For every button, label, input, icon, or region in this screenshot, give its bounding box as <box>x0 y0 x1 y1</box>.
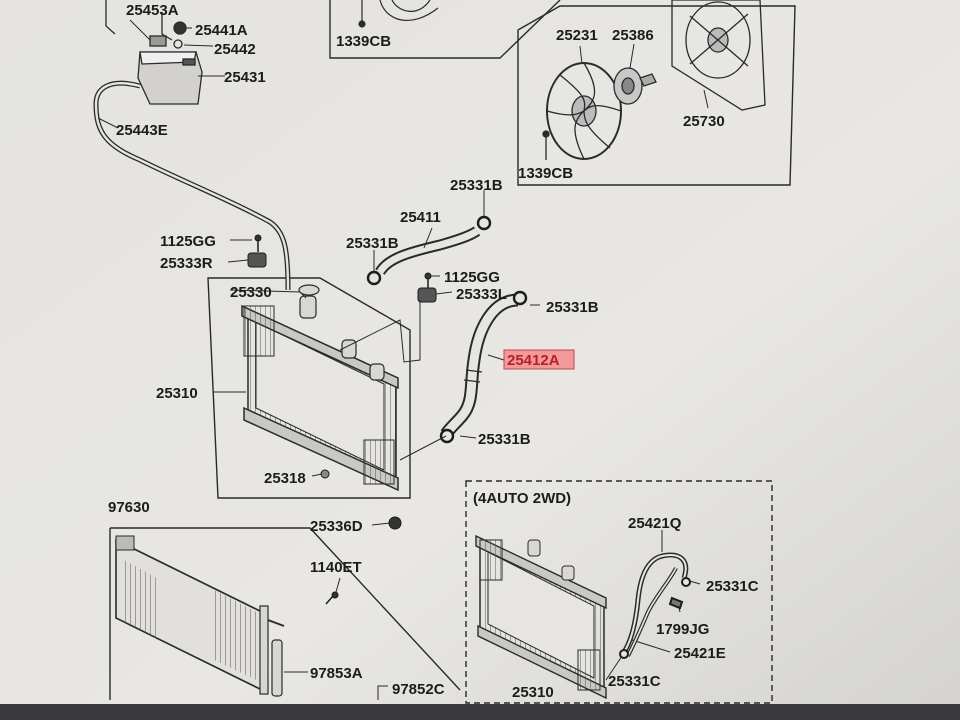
part-label-25441A[interactable]: 25441A <box>195 22 248 39</box>
part-label-25331B-upper-left[interactable]: 25331B <box>346 235 399 252</box>
part-label-25318[interactable]: 25318 <box>264 470 306 487</box>
variant-title-4auto-2wd: (4AUTO 2WD) <box>473 490 571 507</box>
monitor-bezel <box>0 704 960 720</box>
part-label-1339CB-top[interactable]: 1339CB <box>336 33 391 50</box>
variant-clamps <box>619 577 691 659</box>
part-label-1140ET[interactable]: 1140ET <box>310 559 362 576</box>
clamp-25331B-a <box>476 215 492 231</box>
part-label-25421Q[interactable]: 25421Q <box>628 515 682 532</box>
reservoir-tank-25431 <box>105 0 203 105</box>
fan-top-frame <box>329 0 561 59</box>
part-label-1125GG-left[interactable]: 1125GG <box>160 233 216 250</box>
part-label-1125GG-right[interactable]: 1125GG <box>444 269 500 286</box>
part-label-25330[interactable]: 25330 <box>230 284 272 301</box>
part-label-97630[interactable]: 97630 <box>108 499 150 516</box>
variant-radiator-25310 <box>475 534 607 700</box>
condenser-frame <box>110 527 461 691</box>
fan-shroud-25730 <box>671 0 766 111</box>
part-label-97853A[interactable]: 97853A <box>310 665 363 682</box>
part-label-25411[interactable]: 25411 <box>400 209 441 226</box>
part-label-25310-main[interactable]: 25310 <box>156 385 198 402</box>
part-label-25310-variant[interactable]: 25310 <box>512 684 554 701</box>
part-label-25386[interactable]: 25386 <box>612 27 654 44</box>
part-label-25331B-upper-right[interactable]: 25331B <box>450 177 503 194</box>
fan-assembly-frame <box>517 5 796 186</box>
highlight-box-25412A <box>503 349 575 370</box>
part-label-25231[interactable]: 25231 <box>556 27 598 44</box>
part-label-25331C-lower[interactable]: 25331C <box>608 673 661 690</box>
part-label-25331B-lower[interactable]: 25331B <box>478 431 531 448</box>
part-label-25730[interactable]: 25730 <box>683 113 725 130</box>
radiator-group-frame <box>207 277 411 499</box>
part-label-25442[interactable]: 25442 <box>214 41 256 58</box>
part-label-25333L[interactable]: 25333L <box>456 286 507 303</box>
part-label-1339CB-fan[interactable]: 1339CB <box>518 165 573 182</box>
fan-assembly <box>542 0 766 160</box>
part-label-25333R[interactable]: 25333R <box>160 255 213 272</box>
part-label-97852C[interactable]: 97852C <box>392 681 445 698</box>
group-frames <box>109 0 796 704</box>
clamp-25331B-c <box>512 290 528 306</box>
part-label-25453A[interactable]: 25453A <box>126 2 179 19</box>
part-label-25336D[interactable]: 25336D <box>310 518 363 535</box>
part-label-25443E[interactable]: 25443E <box>116 122 168 139</box>
clamp-25331B-d <box>439 428 455 444</box>
hose-clamps <box>366 215 528 444</box>
radiator-25310 <box>241 284 399 492</box>
part-label-25331B-lower-right[interactable]: 25331B <box>546 299 599 316</box>
part-label-25331C-upper[interactable]: 25331C <box>706 578 759 595</box>
part-label-25412A[interactable]: 25412A <box>507 352 560 369</box>
receiver-drier-97853A <box>271 639 283 697</box>
clamp-25331B-b <box>366 270 382 286</box>
variant-4auto-frame <box>465 480 773 704</box>
top-fan-fragment <box>358 0 439 28</box>
part-label-25431[interactable]: 25431 <box>224 69 266 86</box>
part-label-1799JG[interactable]: 1799JG <box>656 621 709 638</box>
part-label-25421E[interactable]: 25421E <box>674 645 726 662</box>
condenser-97630 <box>115 535 285 697</box>
